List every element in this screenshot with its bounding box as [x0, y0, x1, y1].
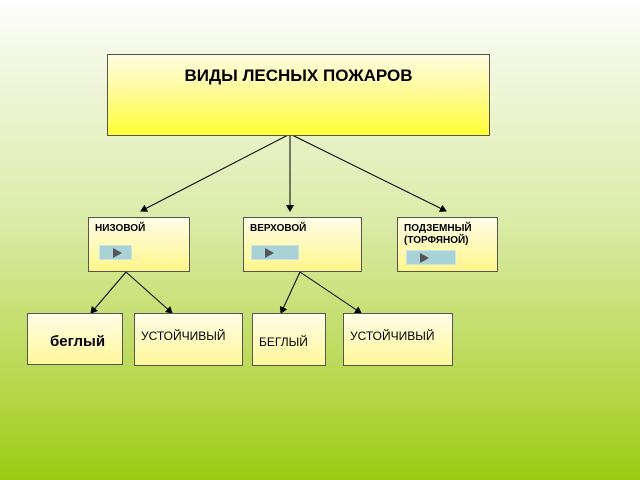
category-label: ПОДЗЕМНЫЙ (ТОРФЯНОЙ): [404, 223, 472, 246]
leaf-label: беглый: [50, 332, 106, 350]
arrow-to-ustoychivy-1: [125, 271, 173, 314]
diagram-title: ВИДЫ ЛЕСНЫХ ПОЖАРОВ: [107, 54, 490, 136]
category-verkhovoy: ВЕРХОВОЙ: [243, 217, 362, 272]
arrow-to-begly-1: [90, 271, 127, 314]
category-nizovoy: НИЗОВОЙ: [88, 217, 190, 272]
leaf-ustoychivy-2: УСТОЙЧИВЫЙ: [343, 313, 453, 366]
leaf-begly-1: беглый: [27, 313, 123, 365]
category-label: НИЗОВОЙ: [95, 223, 146, 234]
category-podzemny: ПОДЗЕМНЫЙ (ТОРФЯНОЙ): [397, 217, 498, 272]
leaf-label: БЕГЛЫЙ: [259, 334, 308, 349]
leaf-label: УСТОЙЧИВЫЙ: [350, 328, 435, 343]
arrow-to-ustoychivy-2: [299, 271, 362, 314]
leaf-ustoychivy-1: УСТОЙЧИВЫЙ: [134, 313, 243, 366]
play-icon[interactable]: [99, 245, 132, 260]
arrow-to-podzemny: [289, 133, 447, 212]
leaf-begly-2: БЕГЛЫЙ: [252, 313, 326, 366]
play-icon[interactable]: [406, 250, 456, 265]
category-label: ВЕРХОВОЙ: [250, 223, 307, 234]
leaf-label: УСТОЙЧИВЫЙ: [141, 328, 226, 343]
play-icon[interactable]: [251, 245, 299, 260]
arrow-to-nizovoy: [140, 133, 291, 212]
arrow-to-begly-2: [279, 271, 301, 314]
